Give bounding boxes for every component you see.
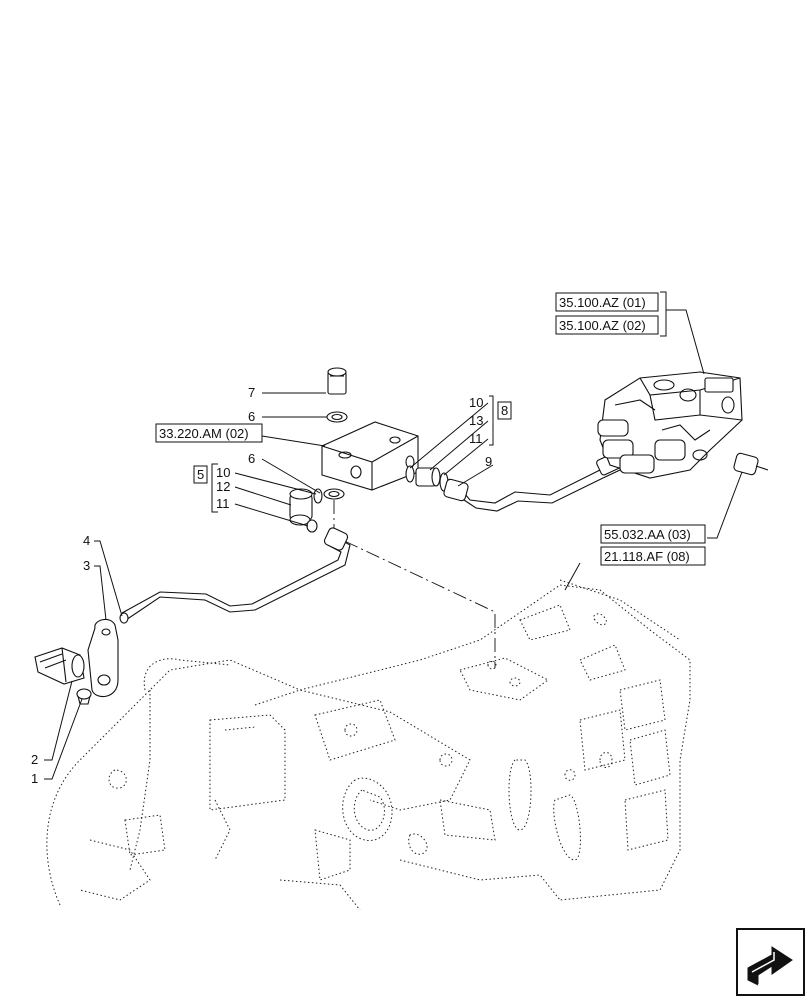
group-bracket-8 — [489, 395, 494, 446]
callout-3: 3 — [83, 558, 90, 573]
reference-link-33220[interactable]: 33.220.AM (02) — [155, 423, 263, 443]
callout-10-left: 10 — [216, 465, 230, 480]
svg-text:21.118.AF (08): 21.118.AF (08) — [604, 549, 690, 564]
callout-6-upper: 6 — [248, 409, 255, 424]
callout-2: 2 — [31, 752, 38, 767]
bolt-part-1 — [76, 688, 92, 705]
reference-link-35100-01[interactable]: 35.100.AZ (01) — [555, 292, 659, 312]
callout-8-boxed: 8 — [501, 403, 508, 418]
hydraulic-pipe-part-4 — [119, 527, 351, 624]
sensor-part — [733, 452, 769, 476]
reference-link-21118[interactable]: 21.118.AF (08) — [600, 546, 706, 566]
o-ring-part-left-2 — [306, 519, 318, 533]
callout-6-lower: 6 — [248, 451, 255, 466]
svg-text:33.220.AM (02): 33.220.AM (02) — [159, 426, 249, 441]
hydraulic-pipe-part-9 — [443, 452, 622, 512]
svg-text:35.100.AZ (02): 35.100.AZ (02) — [559, 318, 646, 333]
o-ring-part-right — [405, 465, 415, 483]
callout-1: 1 — [31, 771, 38, 786]
callout-11-left: 11 — [216, 496, 230, 511]
next-page-arrow-icon[interactable] — [736, 928, 805, 996]
bracket-plate-part-3 — [87, 618, 119, 698]
transmission-housing — [46, 579, 691, 911]
group-bracket-5 — [211, 463, 218, 513]
leader-lines — [44, 309, 743, 780]
union-fitting-part-left — [289, 488, 313, 526]
callout-7: 7 — [248, 385, 255, 400]
callout-10-right: 10 — [469, 395, 483, 410]
callout-12: 12 — [216, 479, 230, 494]
callout-5-boxed: 5 — [197, 467, 204, 482]
adapter-block-part — [321, 421, 419, 491]
svg-text:55.032.AA (03): 55.032.AA (03) — [604, 527, 691, 542]
control-valve-assembly — [597, 371, 743, 479]
union-fitting-part-right — [415, 467, 441, 487]
callout-4: 4 — [83, 533, 90, 548]
callout-13: 13 — [469, 413, 483, 428]
reference-link-55032[interactable]: 55.032.AA (03) — [600, 524, 706, 544]
callout-9: 9 — [485, 454, 492, 469]
reference-link-35100-02[interactable]: 35.100.AZ (02) — [555, 315, 659, 335]
svg-text:35.100.AZ (01): 35.100.AZ (01) — [559, 295, 646, 310]
o-ring-part-left — [313, 488, 323, 504]
group-bracket-35100 — [660, 291, 667, 337]
callout-11-right: 11 — [469, 431, 483, 446]
banjo-bolt-part — [327, 367, 347, 395]
quick-coupler-part-2 — [34, 647, 85, 685]
assembly-axis — [333, 500, 496, 668]
